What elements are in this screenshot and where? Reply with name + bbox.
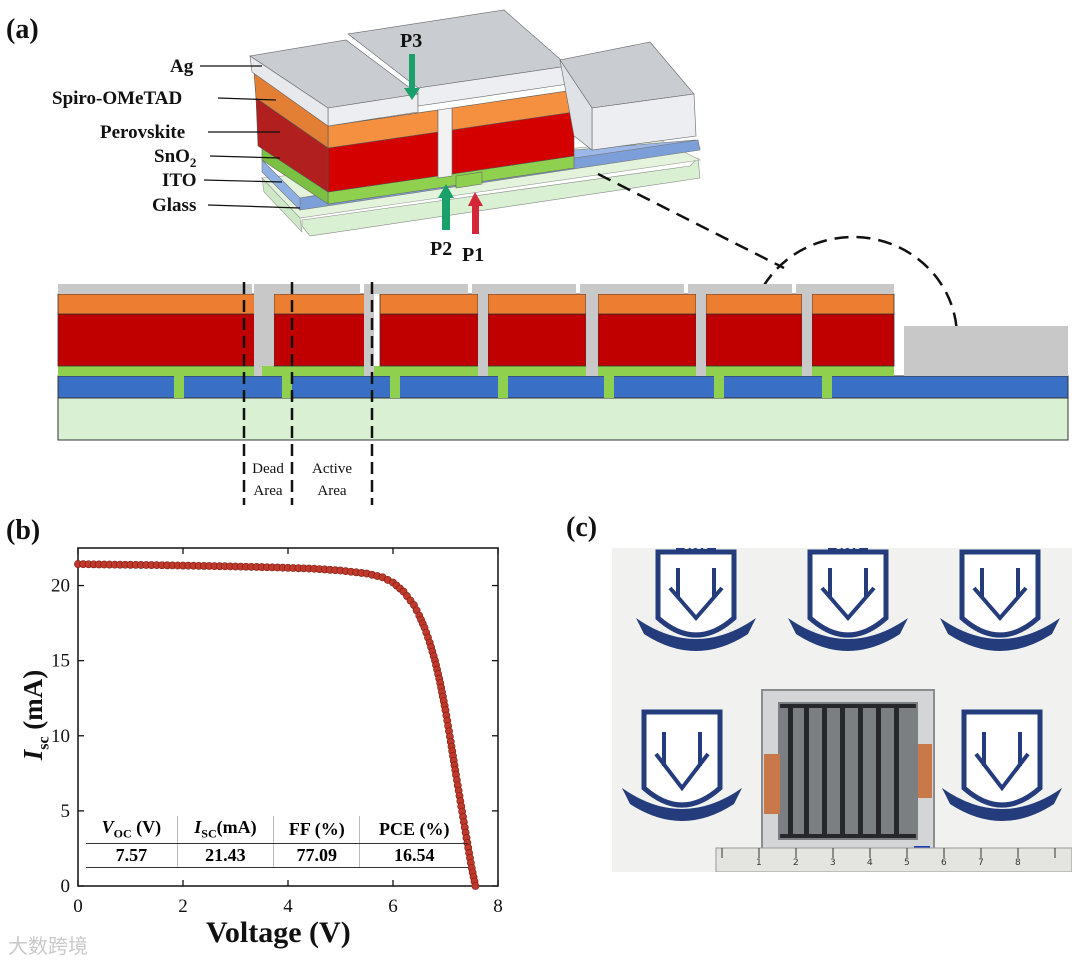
voc-header: VOC (V)	[86, 816, 178, 844]
iv-data-point	[471, 882, 480, 890]
x-tick-label: 2	[178, 896, 188, 917]
x-axis-title: Voltage (V)	[206, 916, 351, 949]
voc-value: 7.57	[86, 843, 178, 869]
sno2-layer	[58, 366, 894, 376]
university-emblem	[614, 708, 749, 828]
p1-label: P1	[462, 244, 485, 266]
p3-arrow	[404, 54, 420, 100]
pce-header: PCE (%)	[359, 816, 468, 844]
p1-gap-3d	[455, 171, 483, 189]
glass-substrate	[57, 397, 1069, 441]
x-tick-label: 8	[493, 896, 503, 917]
p3-label: P3	[400, 30, 423, 52]
glass-layer-3d	[301, 157, 701, 237]
x-tick-label: 4	[283, 896, 293, 917]
p1-arrow	[468, 192, 483, 234]
panel-b-label: (b)	[6, 515, 41, 546]
p2-arrow	[438, 184, 454, 230]
device-cross-section	[57, 282, 1069, 505]
device-parameters-table: VOC (V) ISC(mA) FF (%) PCE (%) 7.57 21.4…	[86, 816, 468, 869]
layer-label-ito: ITO	[162, 170, 197, 191]
device-3d-schematic	[200, 9, 959, 439]
zoom-connector-line	[597, 172, 785, 270]
x-tick-label: 0	[73, 896, 83, 917]
y-tick-label: 20	[51, 576, 70, 597]
y-tick-label: 10	[51, 726, 70, 747]
module-photo: 1933 1933	[612, 548, 1072, 872]
layer-label-perovskite: Perovskite	[100, 122, 186, 143]
panel-a-label: (a)	[6, 14, 39, 45]
ff-value: 77.09	[273, 843, 360, 869]
spiro-cells	[57, 293, 895, 315]
scribe-gap-3d	[437, 107, 453, 179]
layer-label-ag: Ag	[170, 56, 194, 77]
p2-label: P2	[430, 238, 453, 260]
y-axis-title: Isc (mA)	[18, 669, 53, 761]
university-emblem: 1933	[628, 548, 763, 668]
y-tick-label: 0	[61, 876, 71, 897]
layer-label-spiro: Spiro-OMeTAD	[52, 88, 183, 109]
perovskite-module	[715, 689, 1072, 872]
university-emblem	[934, 708, 1069, 828]
p1-scribes	[174, 376, 832, 398]
ito-left-3d	[261, 159, 301, 211]
glass-left-3d	[261, 177, 303, 233]
layer-label-glass: Glass	[152, 195, 197, 216]
y-tick-label: 5	[61, 801, 71, 822]
layer-label-sno2: SnO2	[154, 146, 197, 170]
isc-header: ISC(mA)	[176, 816, 274, 844]
isc-value: 21.43	[176, 843, 274, 869]
panel-c-label: (c)	[566, 512, 598, 543]
ag-right-side-3d	[559, 59, 593, 151]
ff-header: FF (%)	[273, 816, 360, 844]
university-emblem	[932, 548, 1067, 668]
ag-left-side-3d	[249, 55, 329, 127]
perovskite-cells	[57, 313, 895, 367]
ag-electrodes	[58, 284, 1068, 376]
watermark: 大数跨境	[8, 934, 88, 958]
x-tick-label: 6	[388, 896, 398, 917]
pce-value: 16.54	[359, 843, 468, 869]
y-tick-label: 15	[51, 651, 70, 672]
university-emblem: 1933	[780, 548, 915, 668]
